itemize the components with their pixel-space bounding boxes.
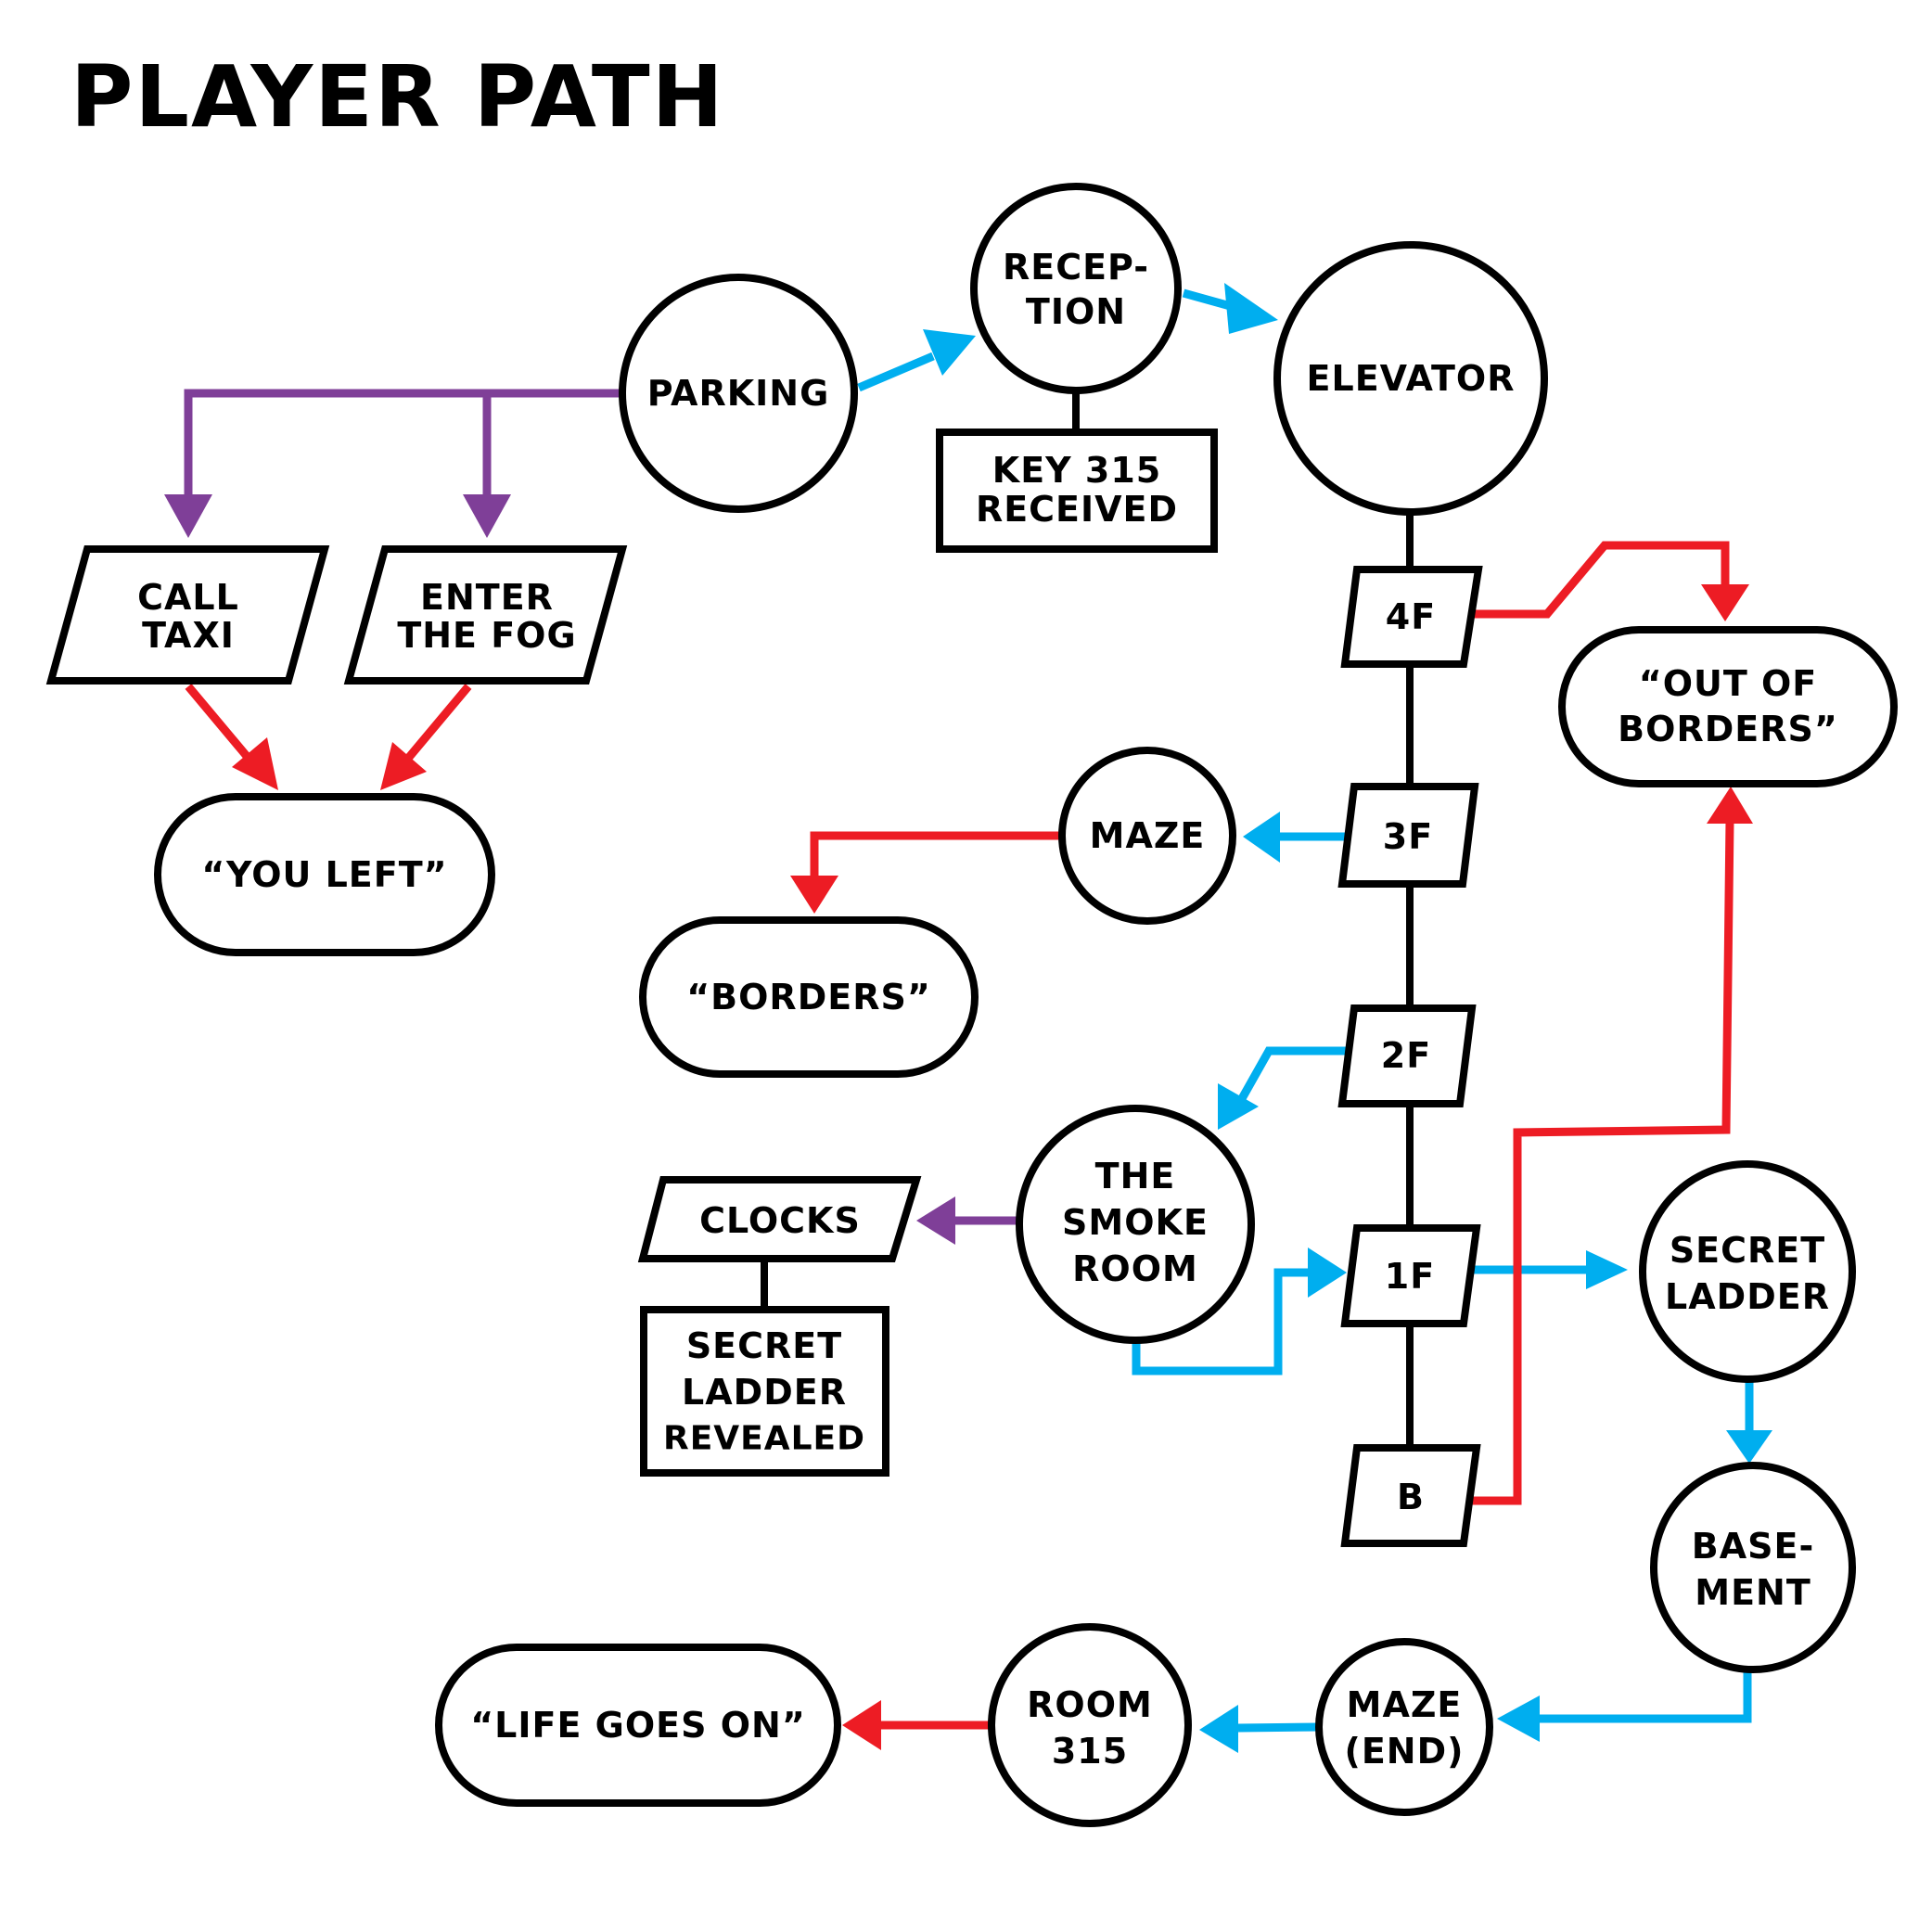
svg-text:4F: 4F [1386,596,1436,637]
svg-text:315: 315 [1052,1731,1128,1772]
edge-maze-end-room-315 [1199,1705,1320,1753]
svg-text:TION: TION [1026,291,1126,332]
node-secret-ladder-revealed[interactable]: SECRET LADDER REVEALED [640,1306,889,1477]
svg-text:“BORDERS”: “BORDERS” [686,977,931,1017]
svg-text:SMOKE: SMOKE [1062,1202,1209,1243]
node-ending-life-goes-on[interactable]: “LIFE GOES ON” [435,1644,841,1807]
svg-text:B: B [1397,1477,1425,1517]
edge-parking-branches [164,389,621,538]
edge-room-315-life-goes-on [842,1700,991,1750]
edge-exits-you-left [185,684,472,790]
svg-text:ROOM: ROOM [1027,1684,1153,1725]
node-floor-4f[interactable]: 4F [1340,566,1483,668]
node-basement[interactable]: BASE- MENT [1650,1462,1856,1673]
node-elevator[interactable]: ELEVATOR [1273,241,1548,516]
svg-text:(END): (END) [1344,1731,1464,1772]
edge-maze-borders [790,831,1061,914]
svg-text:SECRET: SECRET [1670,1230,1825,1271]
edge-2f-smoke-room [1218,1046,1347,1130]
svg-text:“YOU LEFT”: “YOU LEFT” [201,854,447,895]
svg-text:REVEALED: REVEALED [663,1420,865,1458]
svg-text:BORDERS”: BORDERS” [1618,709,1838,749]
edge-parking-reception [857,329,976,392]
edge-smoke-room-clocks [916,1196,1018,1245]
svg-text:2F: 2F [1381,1035,1431,1076]
svg-text:CALL: CALL [137,577,239,618]
svg-text:3F: 3F [1383,816,1433,857]
svg-text:RECEIVED: RECEIVED [976,489,1178,530]
edge-b-out-of-borders [1470,787,1753,1505]
svg-text:“LIFE GOES ON”: “LIFE GOES ON” [470,1705,806,1746]
edge-smoke-room-1f [1132,1247,1347,1375]
node-floor-1f[interactable]: 1F [1340,1224,1481,1327]
svg-text:RECEP-: RECEP- [1003,247,1149,288]
node-room-315[interactable]: ROOM 315 [988,1623,1192,1827]
edge-1f-secret-ladder [1470,1250,1628,1289]
edge-reception-elevator [1182,283,1278,334]
edge-4f-out-of-borders [1470,541,1749,621]
node-call-taxi[interactable]: CALL TAXI [45,545,330,685]
node-floor-b[interactable]: B [1340,1444,1481,1547]
svg-text:MAZE: MAZE [1090,815,1206,856]
node-floor-3f[interactable]: 3F [1337,783,1479,888]
edge-basement-maze-end [1497,1665,1752,1742]
svg-text:MAZE: MAZE [1347,1684,1463,1725]
svg-text:ROOM: ROOM [1072,1248,1198,1289]
svg-text:SECRET: SECRET [686,1325,842,1366]
node-maze-end[interactable]: MAZE (END) [1315,1638,1493,1816]
svg-text:TAXI: TAXI [142,615,235,656]
svg-text:BASE-: BASE- [1692,1526,1814,1567]
svg-text:ENTER: ENTER [420,577,554,618]
svg-text:THE: THE [1095,1156,1176,1196]
edge-3f-maze [1243,812,1350,863]
diagram-title: PLAYER PATH [70,47,725,147]
svg-text:PARKING: PARKING [647,373,830,414]
svg-text:MENT: MENT [1695,1572,1811,1613]
svg-text:“OUT OF: “OUT OF [1639,663,1818,704]
svg-text:KEY 315: KEY 315 [992,450,1161,491]
node-maze[interactable]: MAZE [1058,747,1236,925]
node-smoke-room[interactable]: THE SMOKE ROOM [1016,1105,1255,1344]
edge-secret-ladder-basement [1726,1377,1772,1464]
node-ending-you-left[interactable]: “YOU LEFT” [154,793,495,956]
svg-text:1F: 1F [1385,1256,1435,1297]
node-enter-the-fog[interactable]: ENTER THE FOG [343,545,628,685]
node-floor-2f[interactable]: 2F [1337,1004,1477,1107]
svg-text:LADDER: LADDER [682,1372,847,1413]
svg-text:CLOCKS: CLOCKS [699,1200,861,1241]
node-ending-out-of-borders[interactable]: “OUT OF BORDERS” [1558,626,1898,787]
svg-text:THE FOG: THE FOG [397,615,576,656]
svg-text:LADDER: LADDER [1665,1276,1830,1317]
node-key-315-received[interactable]: KEY 315 RECEIVED [936,429,1218,553]
node-clocks[interactable]: CLOCKS [637,1176,922,1262]
svg-text:ELEVATOR: ELEVATOR [1307,358,1516,399]
node-parking[interactable]: PARKING [619,274,858,513]
node-reception[interactable]: RECEP- TION [970,183,1182,394]
node-ending-borders[interactable]: “BORDERS” [639,916,979,1078]
node-secret-ladder[interactable]: SECRET LADDER [1639,1160,1856,1383]
